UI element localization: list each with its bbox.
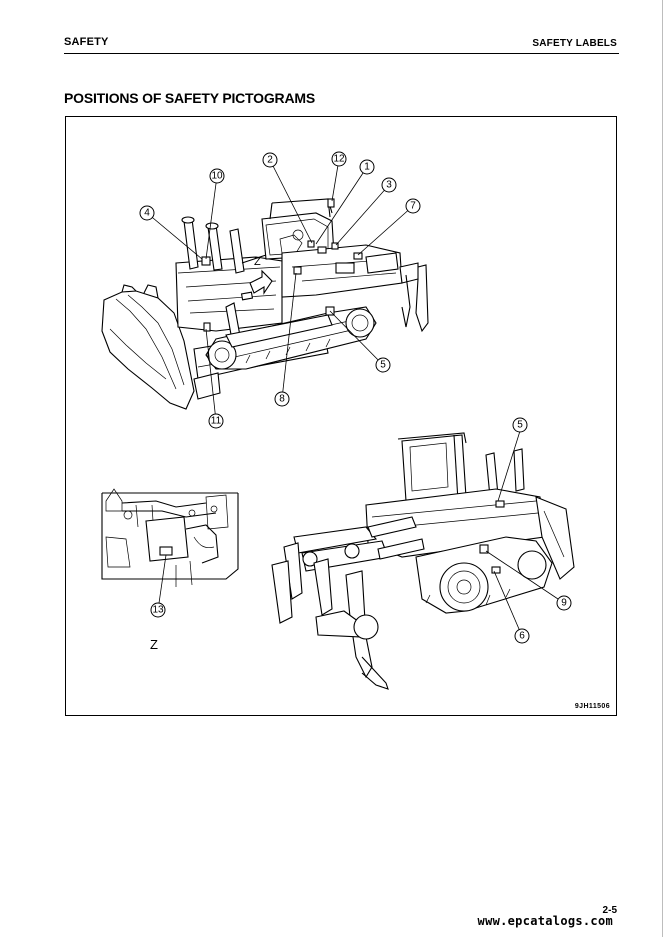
callout-5-rear: 5: [512, 417, 528, 433]
callout-8: 8: [274, 391, 290, 407]
svg-text:3: 3: [386, 180, 392, 191]
figure-frame: Z: [65, 116, 617, 716]
view-z-label: Z: [150, 637, 158, 652]
svg-text:9: 9: [561, 598, 567, 609]
bulldozer-rear-view: [271, 432, 575, 690]
svg-text:6: 6: [519, 631, 525, 642]
callout-3: 3: [381, 177, 397, 193]
callout-13: 13: [150, 602, 166, 618]
pictogram-diagram: Z: [101, 151, 575, 690]
svg-text:12: 12: [333, 154, 345, 165]
figure-code: 9JH11506: [574, 703, 610, 710]
header-section: SAFETY: [64, 36, 109, 48]
view-arrow-label: Z: [254, 256, 261, 268]
callout-5: 5: [375, 357, 391, 373]
callout-4: 4: [139, 205, 155, 221]
section-title: POSITIONS OF SAFETY PICTOGRAMS: [64, 90, 315, 106]
callout-2: 2: [262, 152, 278, 168]
header-rule: [64, 53, 619, 54]
leader-lines-bottom: [485, 430, 565, 637]
svg-text:1: 1: [364, 162, 370, 173]
callout-6: 6: [514, 628, 530, 644]
svg-text:13: 13: [152, 605, 164, 616]
svg-text:10: 10: [211, 171, 223, 182]
watermark-link[interactable]: www.epcatalogs.com: [477, 914, 613, 928]
callout-12: 12: [331, 151, 347, 167]
page-number: 2-5: [602, 905, 617, 916]
callout-9: 9: [556, 595, 572, 611]
svg-text:5: 5: [517, 420, 523, 431]
svg-text:2: 2: [267, 155, 273, 166]
svg-text:5: 5: [380, 360, 386, 371]
callout-10: 10: [209, 168, 225, 184]
svg-text:8: 8: [279, 394, 285, 405]
header-subsection: SAFETY LABELS: [532, 38, 617, 49]
svg-text:4: 4: [144, 208, 150, 219]
svg-text:11: 11: [211, 416, 222, 427]
bulldozer-front-view: Z: [101, 198, 429, 410]
callout-1: 1: [359, 159, 375, 175]
callout-7: 7: [405, 198, 421, 214]
detail-view-z: [101, 488, 239, 611]
callout-11: 11: [208, 413, 224, 429]
svg-text:7: 7: [410, 201, 416, 212]
leader-lines-top: [146, 158, 414, 422]
